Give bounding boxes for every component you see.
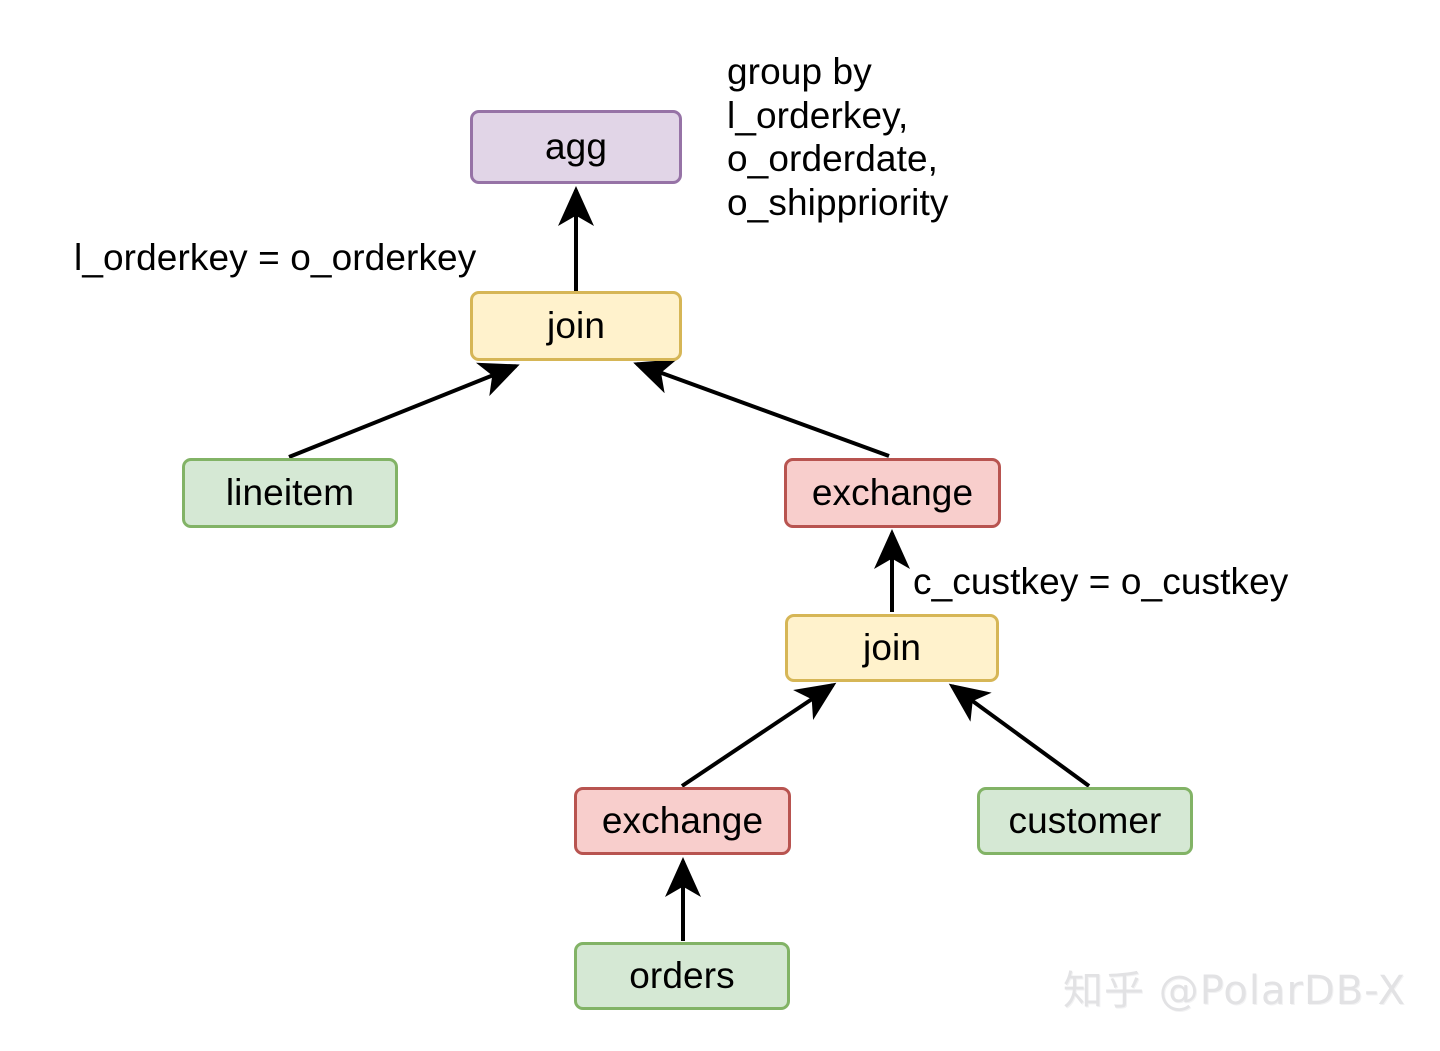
node-label-exchange_2: exchange [601, 799, 764, 841]
join-top-condition: l_orderkey = o_orderkey [74, 237, 477, 278]
node-lineitem[interactable]: lineitem [182, 458, 398, 528]
node-join_top[interactable]: join [470, 291, 682, 361]
node-customer[interactable]: customer [977, 787, 1193, 855]
e-lineitem-join [288, 362, 520, 459]
watermark: 知乎 @PolarDB-X [1063, 968, 1407, 1014]
node-join_bot[interactable]: join [785, 614, 999, 682]
node-label-join_top: join [547, 304, 605, 346]
join-bottom-condition: c_custkey = o_custkey [913, 561, 1289, 602]
e-exchange1-join [633, 359, 890, 458]
node-exchange_1[interactable]: exchange [784, 458, 1001, 528]
node-exchange_2[interactable]: exchange [574, 787, 791, 855]
node-label-join_bot: join [863, 626, 921, 668]
group-by-note: group by l_orderkey, o_orderdate, o_ship… [727, 51, 949, 223]
node-label-exchange_1: exchange [811, 471, 974, 513]
node-label-customer: customer [1008, 799, 1162, 841]
node-label-orders: orders [629, 954, 735, 996]
node-label-agg: agg [544, 125, 608, 167]
e-exchange2-joinb [680, 682, 837, 788]
node-agg[interactable]: agg [470, 110, 682, 184]
e-customer-joinb [948, 683, 1091, 788]
node-orders[interactable]: orders [574, 942, 790, 1010]
node-label-lineitem: lineitem [225, 471, 355, 513]
